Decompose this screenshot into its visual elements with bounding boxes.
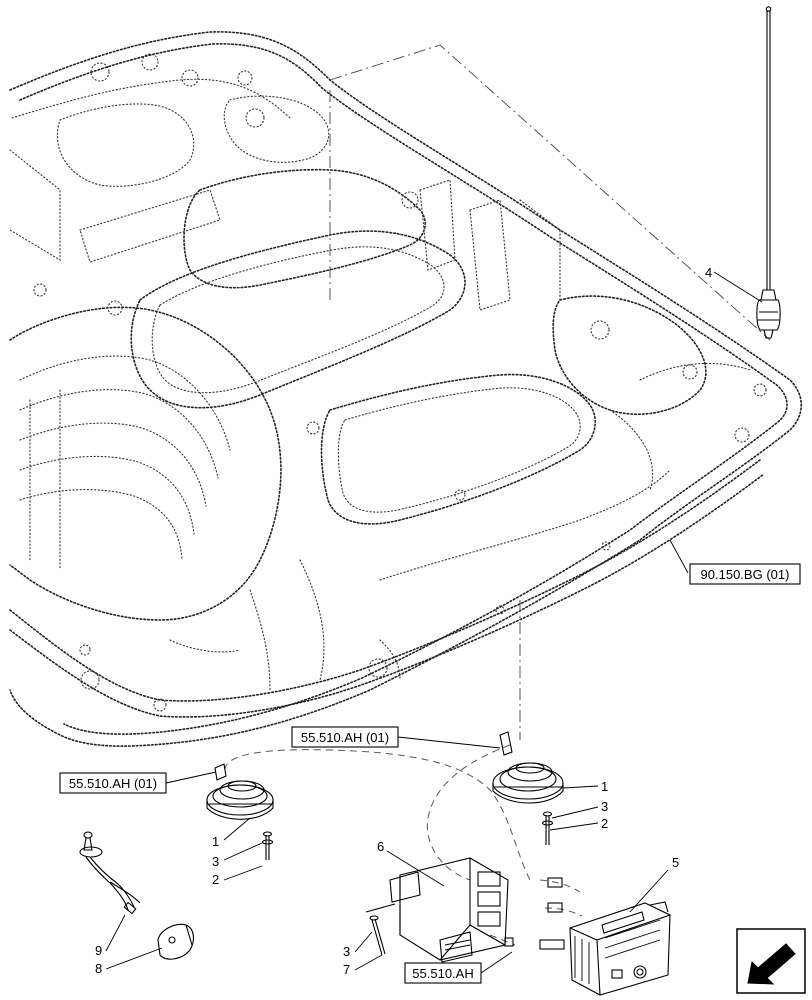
screw-left [261, 831, 274, 860]
reference-speaker-right: 55.510.AH (01) [291, 726, 399, 748]
harness-connectors [504, 877, 565, 950]
reference-speaker-left: 55.510.AH (01) [59, 772, 167, 794]
callout-3-right: 3 [601, 799, 608, 814]
callout-2-right: 2 [601, 816, 608, 831]
callout-4: 4 [705, 265, 712, 280]
callout-3-bracket: 3 [343, 944, 350, 959]
screw-right [541, 811, 554, 845]
antenna [756, 6, 781, 339]
speaker-right [492, 731, 564, 804]
alignment-lines [329, 44, 771, 740]
callout-5: 5 [672, 855, 679, 870]
callout-1-right: 1 [601, 779, 608, 794]
callout-7: 7 [343, 962, 350, 977]
reference-roof: 90.150.BG (01) [689, 563, 801, 585]
wire-harness [79, 831, 141, 915]
reference-radio-text: 55.510.AH [412, 966, 473, 981]
callout-2-left: 2 [212, 872, 219, 887]
reference-radio: 55.510.AH [404, 962, 482, 984]
reference-speaker-left-text: 55.510.AH (01) [69, 776, 157, 791]
cab-roof-panel [9, 31, 803, 747]
callout-6: 6 [377, 839, 384, 854]
speaker-cable-harness [224, 744, 583, 946]
screw-bracket [365, 903, 396, 956]
callouts: 4 5 6 1 3 2 1 3 2 3 7 9 8 [95, 265, 712, 977]
direction-arrow-icon [736, 928, 806, 994]
radio-bracket [389, 857, 509, 963]
reference-speaker-right-text: 55.510.AH (01) [301, 730, 389, 745]
callout-3-left: 3 [212, 854, 219, 869]
speaker-left [206, 763, 274, 820]
clip [157, 923, 195, 960]
reference-roof-text: 90.150.BG (01) [701, 567, 790, 582]
leader-lines [105, 271, 763, 974]
callout-9: 9 [95, 943, 102, 958]
callout-8: 8 [95, 961, 102, 976]
radio-unit [569, 901, 671, 996]
callout-1-left: 1 [212, 834, 219, 849]
